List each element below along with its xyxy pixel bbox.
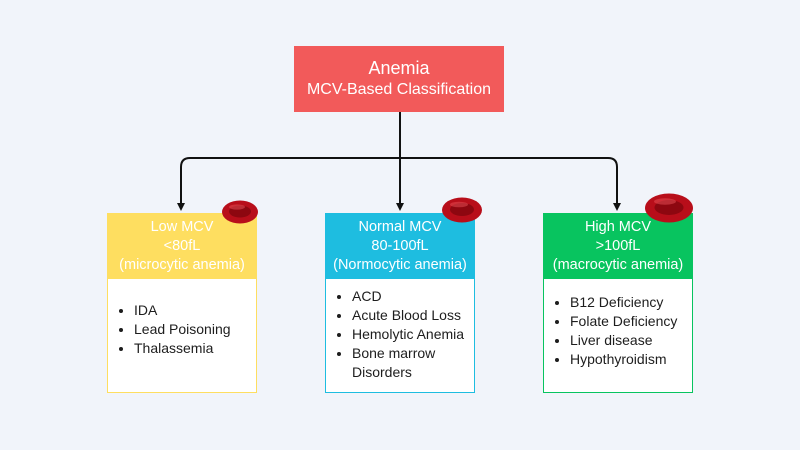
red-blood-cell-icon bbox=[442, 197, 482, 223]
category-type: (Normocytic anemia) bbox=[333, 256, 467, 273]
root-node: Anemia MCV-Based Classification bbox=[294, 46, 504, 112]
red-blood-cell-icon bbox=[645, 193, 693, 223]
root-title: Anemia bbox=[368, 58, 430, 78]
category-name: Normal MCV bbox=[358, 218, 442, 235]
category-list: IDA Lead Poisoning Thalassemia bbox=[107, 279, 257, 393]
category-header: Low MCV <80fL (microcytic anemia) bbox=[107, 213, 257, 279]
category-normal-mcv: Normal MCV 80-100fL (Normocytic anemia) … bbox=[325, 213, 475, 393]
list-item: Acute Blood Loss bbox=[352, 306, 466, 325]
list-item: Lead Poisoning bbox=[134, 320, 248, 339]
category-range: >100fL bbox=[595, 237, 641, 254]
category-type: (macrocytic anemia) bbox=[552, 256, 684, 273]
list-item: ACD bbox=[352, 287, 466, 306]
category-low-mcv: Low MCV <80fL (microcytic anemia) IDA Le… bbox=[107, 213, 257, 393]
category-header: High MCV >100fL (macrocytic anemia) bbox=[543, 213, 693, 279]
category-list: ACD Acute Blood Loss Hemolytic Anemia Bo… bbox=[325, 279, 475, 393]
connector-branch-left bbox=[177, 157, 400, 211]
list-item: Hypothyroidism bbox=[570, 350, 684, 369]
category-list: B12 Deficiency Folate Deficiency Liver d… bbox=[543, 279, 693, 393]
list-item: IDA bbox=[134, 301, 248, 320]
category-header: Normal MCV 80-100fL (Normocytic anemia) bbox=[325, 213, 475, 279]
category-range: 80-100fL bbox=[371, 237, 429, 254]
category-name: Low MCV bbox=[150, 218, 214, 235]
connector-branch-right bbox=[400, 157, 621, 211]
root-subtitle: MCV-Based Classification bbox=[306, 81, 492, 98]
category-range: <80fL bbox=[163, 237, 201, 254]
category-type: (microcytic anemia) bbox=[119, 256, 245, 273]
red-blood-cell-icon bbox=[222, 200, 258, 224]
list-item: Liver disease bbox=[570, 331, 684, 350]
list-item: B12 Deficiency bbox=[570, 293, 684, 312]
list-item: Bone marrow Disorders bbox=[352, 344, 466, 382]
list-item: Folate Deficiency bbox=[570, 312, 684, 331]
list-item: Thalassemia bbox=[134, 339, 248, 358]
category-name: High MCV bbox=[584, 218, 652, 235]
list-item: Hemolytic Anemia bbox=[352, 325, 466, 344]
category-high-mcv: High MCV >100fL (macrocytic anemia) B12 … bbox=[543, 213, 693, 393]
